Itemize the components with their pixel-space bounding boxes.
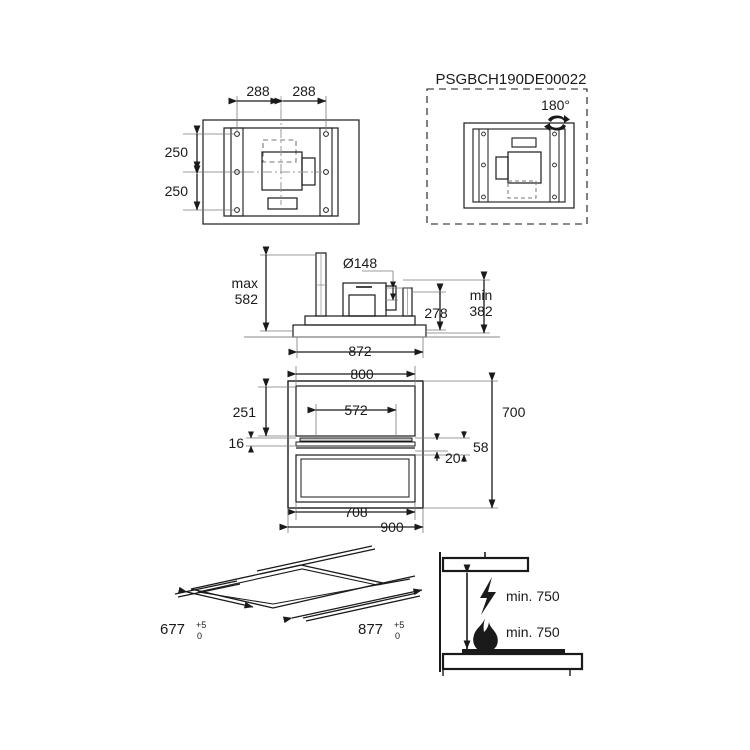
- dim-708: 708: [344, 504, 368, 520]
- ceiling-cutout-isometric-view: [174, 545, 423, 624]
- ceiling-mount-plan-view: [183, 96, 360, 225]
- cutout-677-base: 677: [160, 621, 185, 638]
- dim-288-right: 288: [292, 83, 316, 99]
- clearance-electric-label: min. 750: [506, 588, 560, 604]
- electric-hob-icon: [480, 577, 496, 615]
- dim-58: 58: [473, 439, 489, 455]
- dim-900: 900: [380, 519, 404, 535]
- cutout-677-sup: +5: [196, 620, 206, 630]
- dim-20: 20: [445, 450, 461, 466]
- model-code-label: PSGBCH190DE00022: [436, 71, 587, 88]
- clearance-gas-label: min. 750: [506, 624, 560, 640]
- dim-diameter-148: Ø148: [343, 255, 377, 271]
- front-section-view: [246, 366, 498, 533]
- dim-288-left: 288: [246, 83, 270, 99]
- side-elevation-duct-view: [244, 246, 500, 358]
- cutout-877-base: 877: [358, 621, 383, 638]
- rotation-angle-label: 180°: [541, 97, 570, 113]
- rotate-180-icon: [544, 115, 570, 131]
- dim-700: 700: [502, 404, 526, 420]
- dim-800: 800: [350, 366, 374, 382]
- dim-16: 16: [228, 435, 244, 451]
- dim-872: 872: [348, 343, 372, 359]
- dim-max-582: 582: [235, 291, 259, 307]
- cutout-677-sub: 0: [197, 631, 202, 641]
- cutout-dim-677: 677 +5 0: [160, 620, 206, 641]
- dim-min-word: min: [470, 287, 493, 303]
- cutout-877-sup: +5: [394, 620, 404, 630]
- dim-572: 572: [344, 402, 368, 418]
- cutout-877-sub: 0: [395, 631, 400, 641]
- dim-min-382: 382: [469, 303, 493, 319]
- gas-flame-icon: [473, 618, 498, 652]
- dim-251: 251: [233, 404, 257, 420]
- cutout-dim-877: 877 +5 0: [358, 620, 404, 641]
- clearance-requirement-view: [439, 552, 584, 676]
- dim-250-upper: 250: [165, 144, 189, 160]
- dim-max-word: max: [232, 275, 258, 291]
- dim-278: 278: [424, 305, 448, 321]
- dim-250-lower: 250: [165, 183, 189, 199]
